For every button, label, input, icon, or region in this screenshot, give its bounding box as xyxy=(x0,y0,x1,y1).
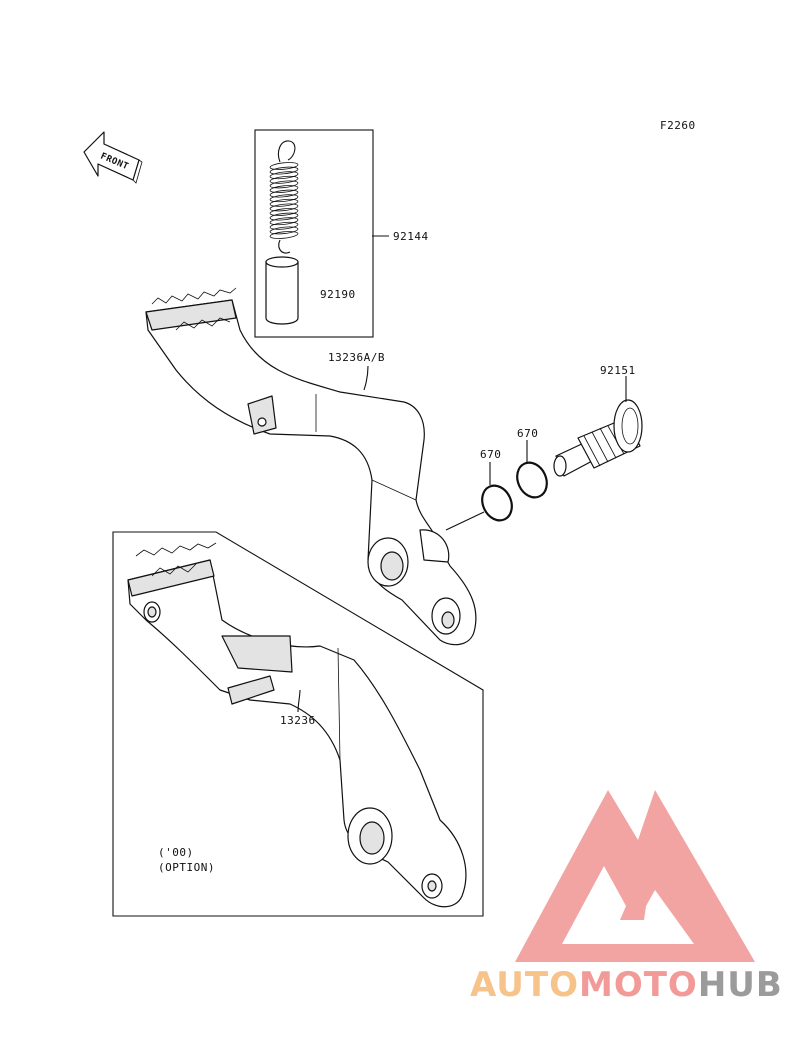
spring-coil xyxy=(269,208,299,216)
spring-coil xyxy=(269,189,299,198)
watermark-auto: AUTO xyxy=(470,965,579,1005)
watermark-text: AUTOMOTOHUB xyxy=(470,965,783,1005)
brake-pedal-upper xyxy=(145,287,477,646)
spring-coil xyxy=(269,175,299,184)
label-92190: 92190 xyxy=(320,288,356,301)
option-note-year: ('00) xyxy=(158,846,194,859)
spring-coil xyxy=(269,185,299,193)
spring-coil xyxy=(269,194,299,203)
spring-coil xyxy=(269,231,299,239)
label-92144: 92144 xyxy=(393,230,429,243)
oring-a-icon xyxy=(481,484,513,522)
spring-coil xyxy=(269,226,299,235)
spring-coil xyxy=(269,171,299,180)
front-arrow-icon: FRONT xyxy=(83,131,143,184)
pivot-axis-line xyxy=(445,511,485,531)
spring-coil xyxy=(269,166,299,175)
label-13236: 13236 xyxy=(280,714,316,727)
option-box-frame xyxy=(112,531,484,917)
spring-box-frame xyxy=(254,129,374,338)
spring-coil xyxy=(269,162,299,170)
spring-coil xyxy=(269,212,299,221)
label-13236ab: 13236A/B xyxy=(328,351,385,364)
option-note-label: (OPTION) xyxy=(158,861,215,874)
leader-13236 xyxy=(297,689,301,713)
label-670-b: 670 xyxy=(517,427,538,440)
label-92151: 92151 xyxy=(600,364,636,377)
spring-coil xyxy=(269,198,299,207)
brake-pedal-option xyxy=(127,542,467,908)
spring-coil xyxy=(269,203,299,212)
diagram-code: F2260 xyxy=(660,119,696,132)
watermark-hub: HUB xyxy=(698,965,783,1005)
spring-coil xyxy=(269,221,299,230)
label-670-a: 670 xyxy=(480,448,501,461)
sleeve-icon xyxy=(265,256,299,325)
pivot-bolt-icon xyxy=(553,399,643,477)
oring-b-icon xyxy=(516,461,548,499)
automotohub-logo-icon xyxy=(515,790,755,962)
spring-coil xyxy=(269,180,299,189)
spring-icon xyxy=(269,140,299,254)
leader-13236ab xyxy=(363,365,369,391)
watermark-moto: MOTO xyxy=(579,965,698,1005)
spring-coil xyxy=(269,217,299,226)
